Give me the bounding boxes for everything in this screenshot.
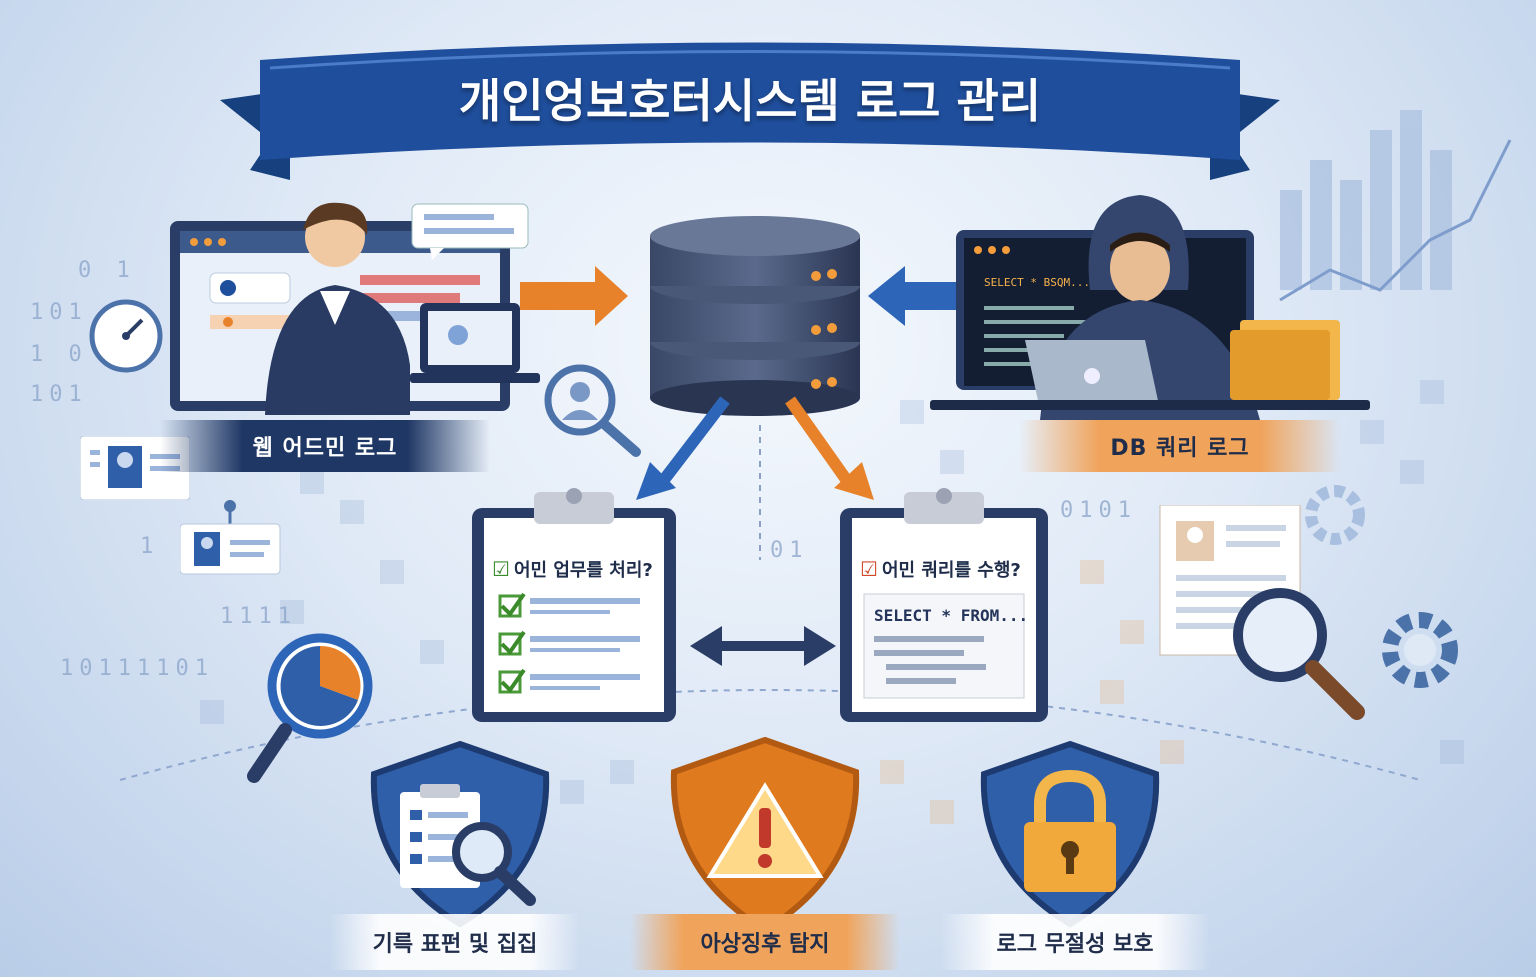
db-query-log-label: DB 쿼리 로그 xyxy=(1020,420,1340,472)
warning-shield-icon xyxy=(670,736,860,934)
audit-shield-icon xyxy=(370,740,550,928)
left-clipboard xyxy=(472,488,676,722)
right-clipboard-heading: 어민 쿼리를 수행? xyxy=(881,560,1021,581)
gauge-icon xyxy=(89,299,163,373)
search-magnifier-icon xyxy=(1233,588,1365,720)
gear-icon xyxy=(1382,612,1458,688)
sql-query-text: SELECT * FROM... xyxy=(874,606,1029,625)
left-clipboard-heading: 어민 업무를 처리? xyxy=(513,560,653,581)
binary-text: 101 xyxy=(30,300,88,325)
admin-workstation-illustration xyxy=(170,202,540,415)
binary-text: 1 0 xyxy=(30,342,88,367)
shield-label: 로그 무절성 보호 xyxy=(940,914,1210,970)
lock-shield-icon xyxy=(980,740,1160,928)
query-workstation-illustration xyxy=(930,195,1370,420)
binary-text: 1 xyxy=(140,534,160,559)
binary-text: 10111101 xyxy=(60,656,214,681)
checkbox-checked-icon: ☑ xyxy=(492,557,510,581)
background-bar-chart xyxy=(1279,110,1512,302)
web-admin-log-label: 웹 어드민 로그 xyxy=(160,420,490,472)
right-clipboard-heading-row: ☑ 어민 쿼리를 수행? xyxy=(860,556,1040,582)
page-title: 개인엉보호터시스템 로그 관리 xyxy=(458,74,1042,128)
binary-text: 0101 xyxy=(1060,498,1137,523)
shield-label: 기륵 표펀 및 집집 xyxy=(330,914,580,970)
left-clipboard-heading-row: ☑ 어민 업무를 처리? xyxy=(492,556,662,582)
gear-icon xyxy=(1305,485,1365,545)
binary-text: 1111 xyxy=(220,604,297,629)
chat-bubble-icon xyxy=(411,203,529,260)
user-search-icon xyxy=(544,364,641,457)
shield-label: 아상징후 탐지 xyxy=(630,914,900,970)
checkbox-checked-icon: ☑ xyxy=(860,557,878,581)
database-icon xyxy=(650,216,860,416)
title-banner xyxy=(220,42,1280,180)
right-clipboard xyxy=(840,488,1048,722)
binary-text: 0 1 xyxy=(78,258,136,283)
binary-text: 101 xyxy=(30,382,88,407)
id-badge-icon xyxy=(180,500,281,575)
analytics-magnifier-icon xyxy=(247,633,373,783)
binary-text: 01 xyxy=(770,538,809,563)
terminal-query-text: SELECT * BSQM... xyxy=(984,276,1090,289)
